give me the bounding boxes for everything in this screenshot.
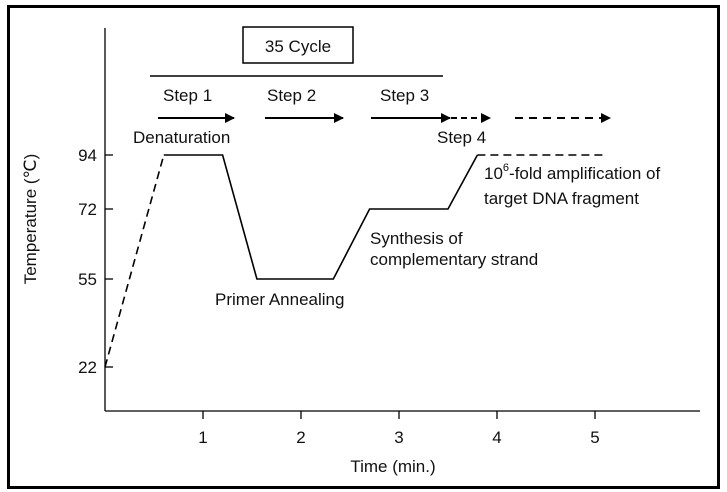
x-tick-label: 1 xyxy=(198,428,207,447)
amplification-exponent: 6 xyxy=(503,162,509,174)
x-axis-ticks: 1 2 3 4 5 xyxy=(198,411,600,447)
temperature-series xyxy=(104,154,605,368)
primer-annealing-label: Primer Annealing xyxy=(215,290,344,309)
x-tick-label: 3 xyxy=(394,428,403,447)
step2-label: Step 2 xyxy=(267,86,316,105)
amplification-label-line2: target DNA fragment xyxy=(484,189,639,208)
step3-label: Step 3 xyxy=(380,86,429,105)
step1-label: Step 1 xyxy=(163,86,212,105)
cycle-label: 35 Cycle xyxy=(265,37,331,56)
series-line-1 xyxy=(104,154,165,368)
x-axis-title: Time (min.) xyxy=(350,457,435,476)
y-axis-ticks: 22 55 72 94 xyxy=(78,146,113,377)
series-line-2 xyxy=(163,154,479,280)
x-tick-label: 4 xyxy=(492,428,501,447)
synthesis-label-line2: complementary strand xyxy=(370,250,538,269)
amplification-label-line1: 106-fold amplification of xyxy=(484,162,661,183)
amplification-rest: -fold amplification of xyxy=(509,164,660,183)
chart-frame: 1 2 3 4 5 22 55 72 94 Time (min.) Temperature (… xyxy=(7,5,720,489)
x-tick-label: 5 xyxy=(590,428,599,447)
denaturation-label: Denaturation xyxy=(133,128,230,147)
step4-label: Step 4 xyxy=(437,128,486,147)
amplification-base: 10 xyxy=(484,164,503,183)
synthesis-label-line1: Synthesis of xyxy=(370,229,463,248)
y-tick-label: 72 xyxy=(78,200,97,219)
pcr-temperature-chart: 1 2 3 4 5 22 55 72 94 Time (min.) Temperature (… xyxy=(21,26,700,476)
x-tick-label: 2 xyxy=(296,428,305,447)
cycle-box xyxy=(242,26,354,64)
y-tick-label: 94 xyxy=(78,146,97,165)
y-axis-title: Temperature (℃) xyxy=(21,154,40,285)
y-tick-label: 55 xyxy=(78,270,97,289)
y-tick-label: 22 xyxy=(78,358,97,377)
